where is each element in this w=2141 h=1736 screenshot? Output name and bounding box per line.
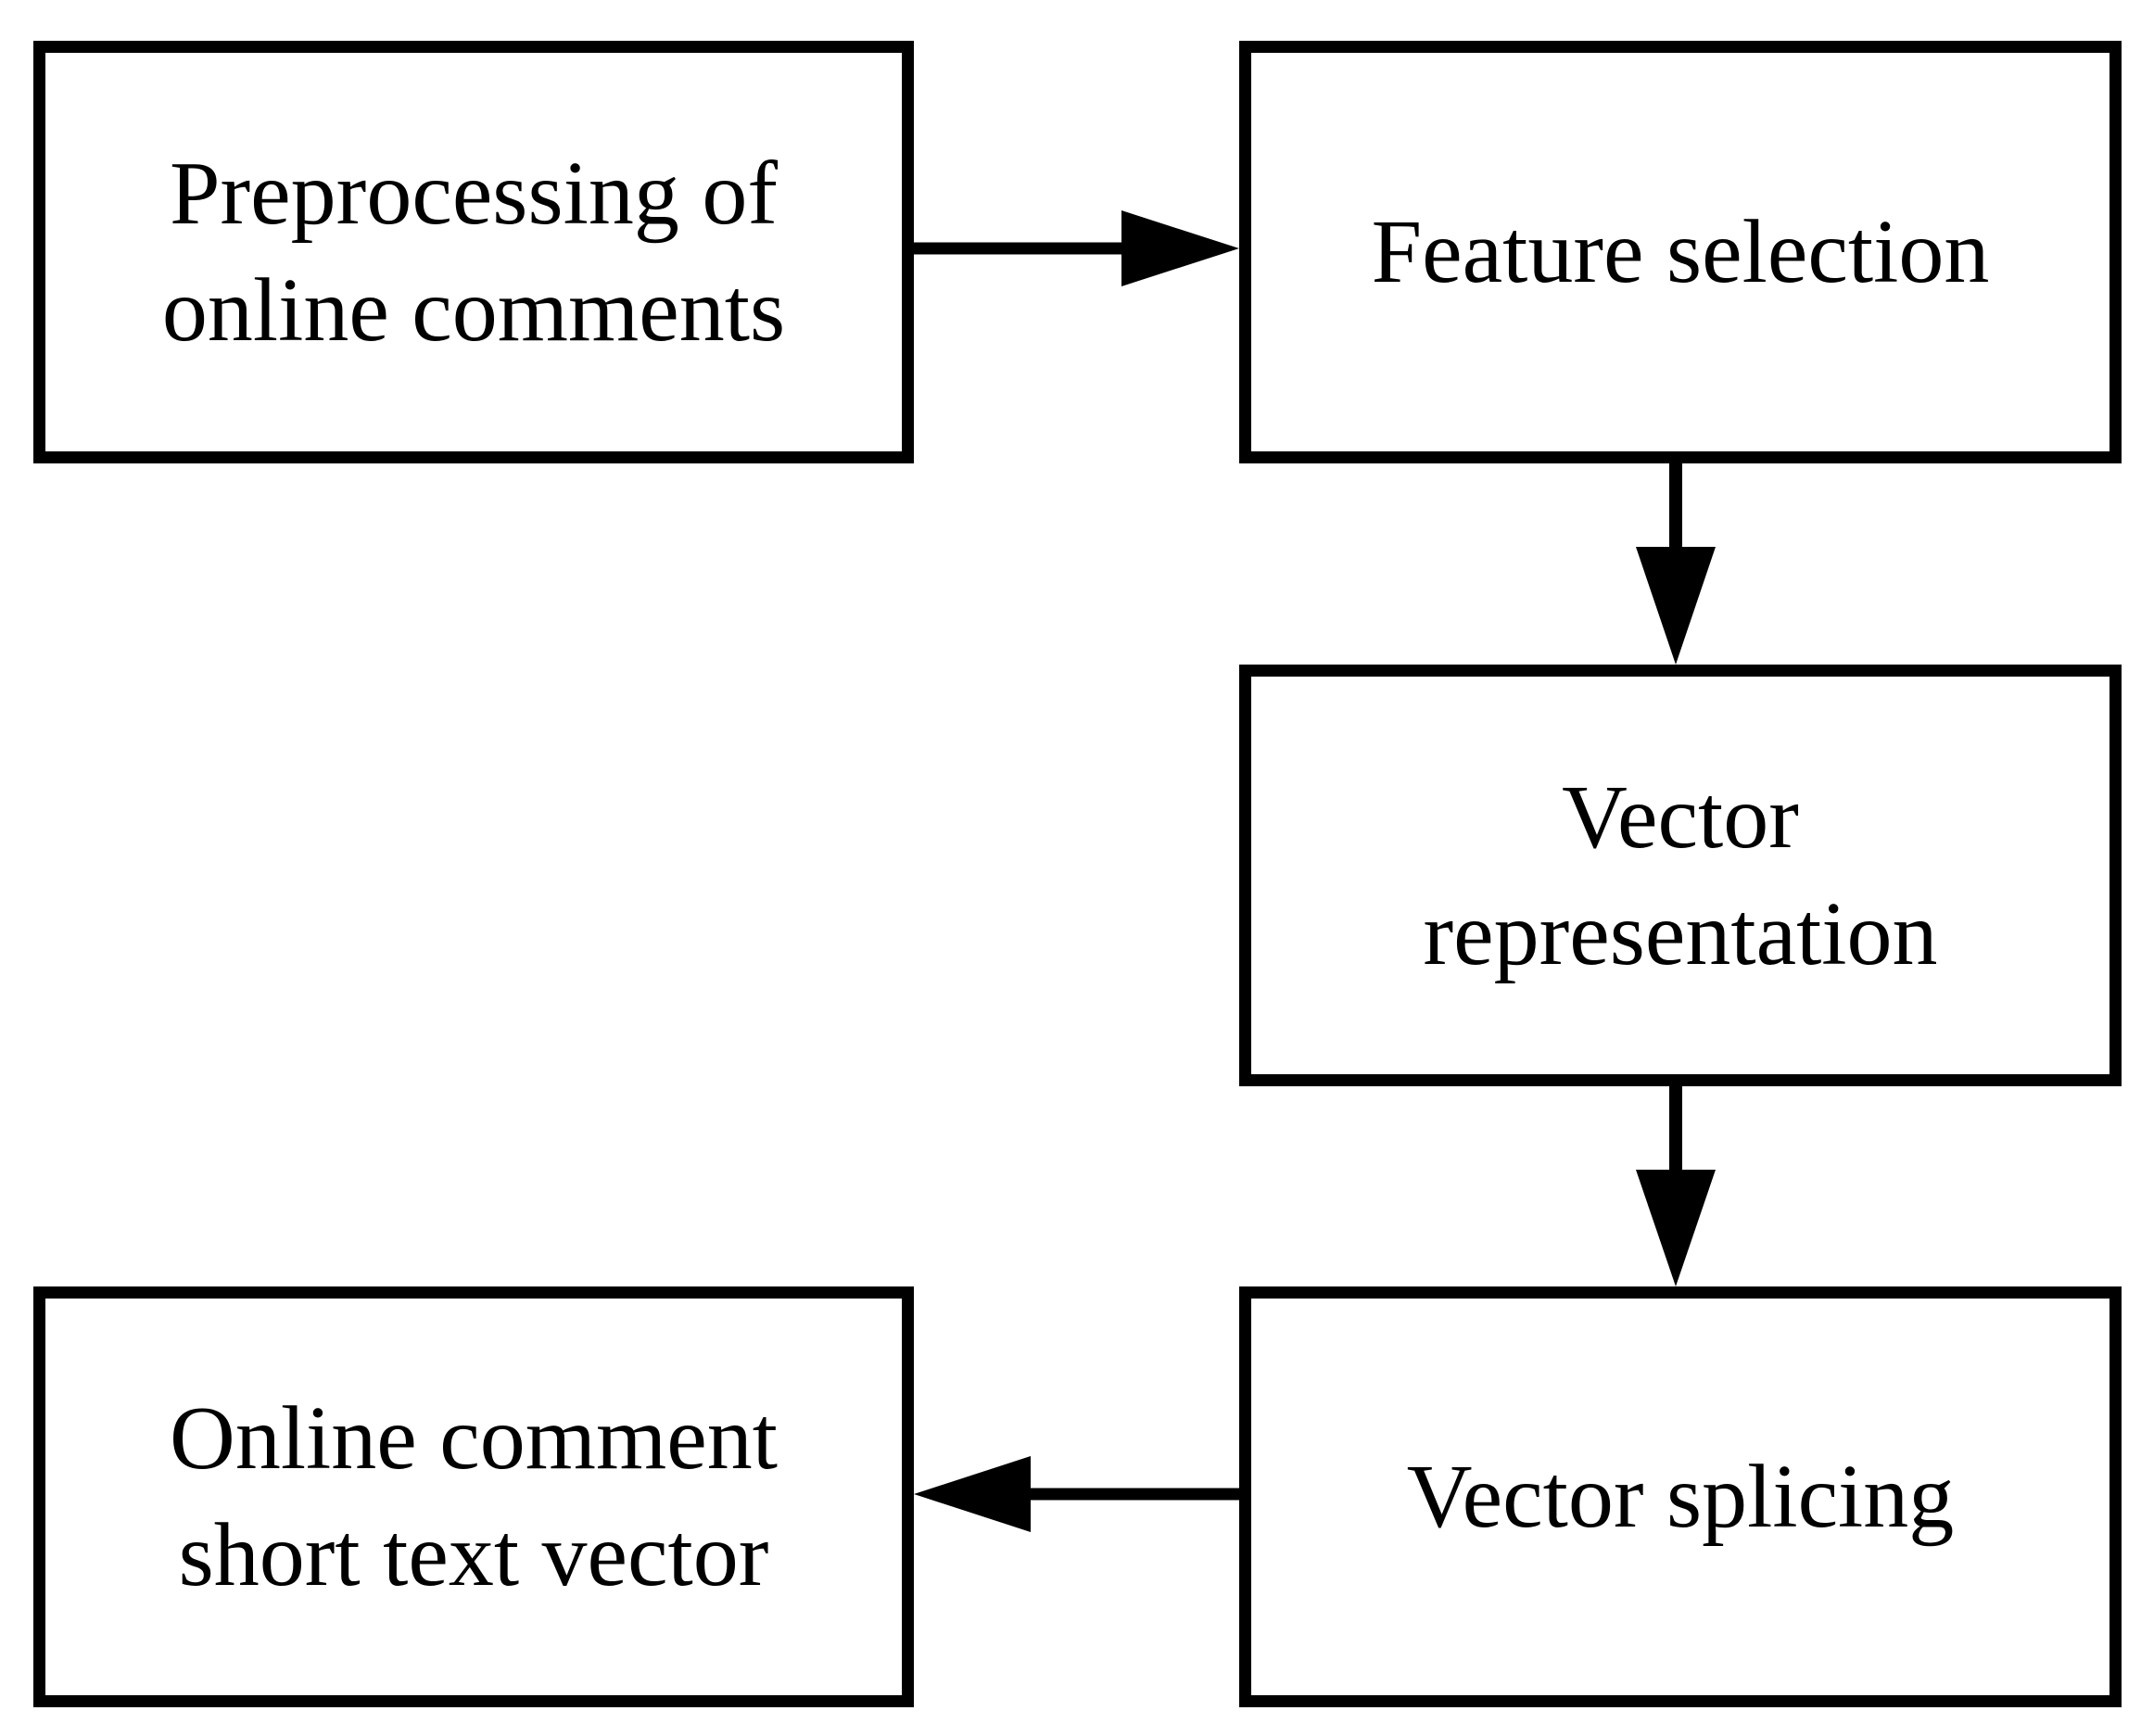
node-preprocessing: Preprocessing of online comments	[33, 41, 914, 463]
node-vector-splicing-label: Vector splicing	[1406, 1447, 1955, 1547]
arrowhead-right-icon	[1121, 210, 1239, 286]
arrowhead-down-icon	[1636, 547, 1716, 665]
node-feature-selection: Feature selection	[1239, 41, 2122, 463]
arrowhead-left-icon	[914, 1456, 1031, 1532]
node-vector-splicing: Vector splicing	[1239, 1286, 2122, 1707]
node-short-text-vector-label: Online comment short text vector	[170, 1388, 778, 1605]
node-feature-selection-label: Feature selection	[1371, 202, 1990, 302]
arrow-preprocessing-to-feature	[914, 210, 1239, 286]
node-short-text-vector: Online comment short text vector	[33, 1286, 914, 1707]
arrow-vector-representation-to-splicing	[1636, 1086, 1716, 1286]
arrow-feature-to-vector-representation	[1636, 463, 1716, 665]
node-preprocessing-label: Preprocessing of online comments	[161, 144, 786, 361]
arrow-splicing-to-short-text	[914, 1456, 1239, 1532]
node-vector-representation-label: Vector representation	[1423, 767, 1938, 984]
node-vector-representation: Vector representation	[1239, 665, 2122, 1086]
arrowhead-down-icon	[1636, 1170, 1716, 1286]
